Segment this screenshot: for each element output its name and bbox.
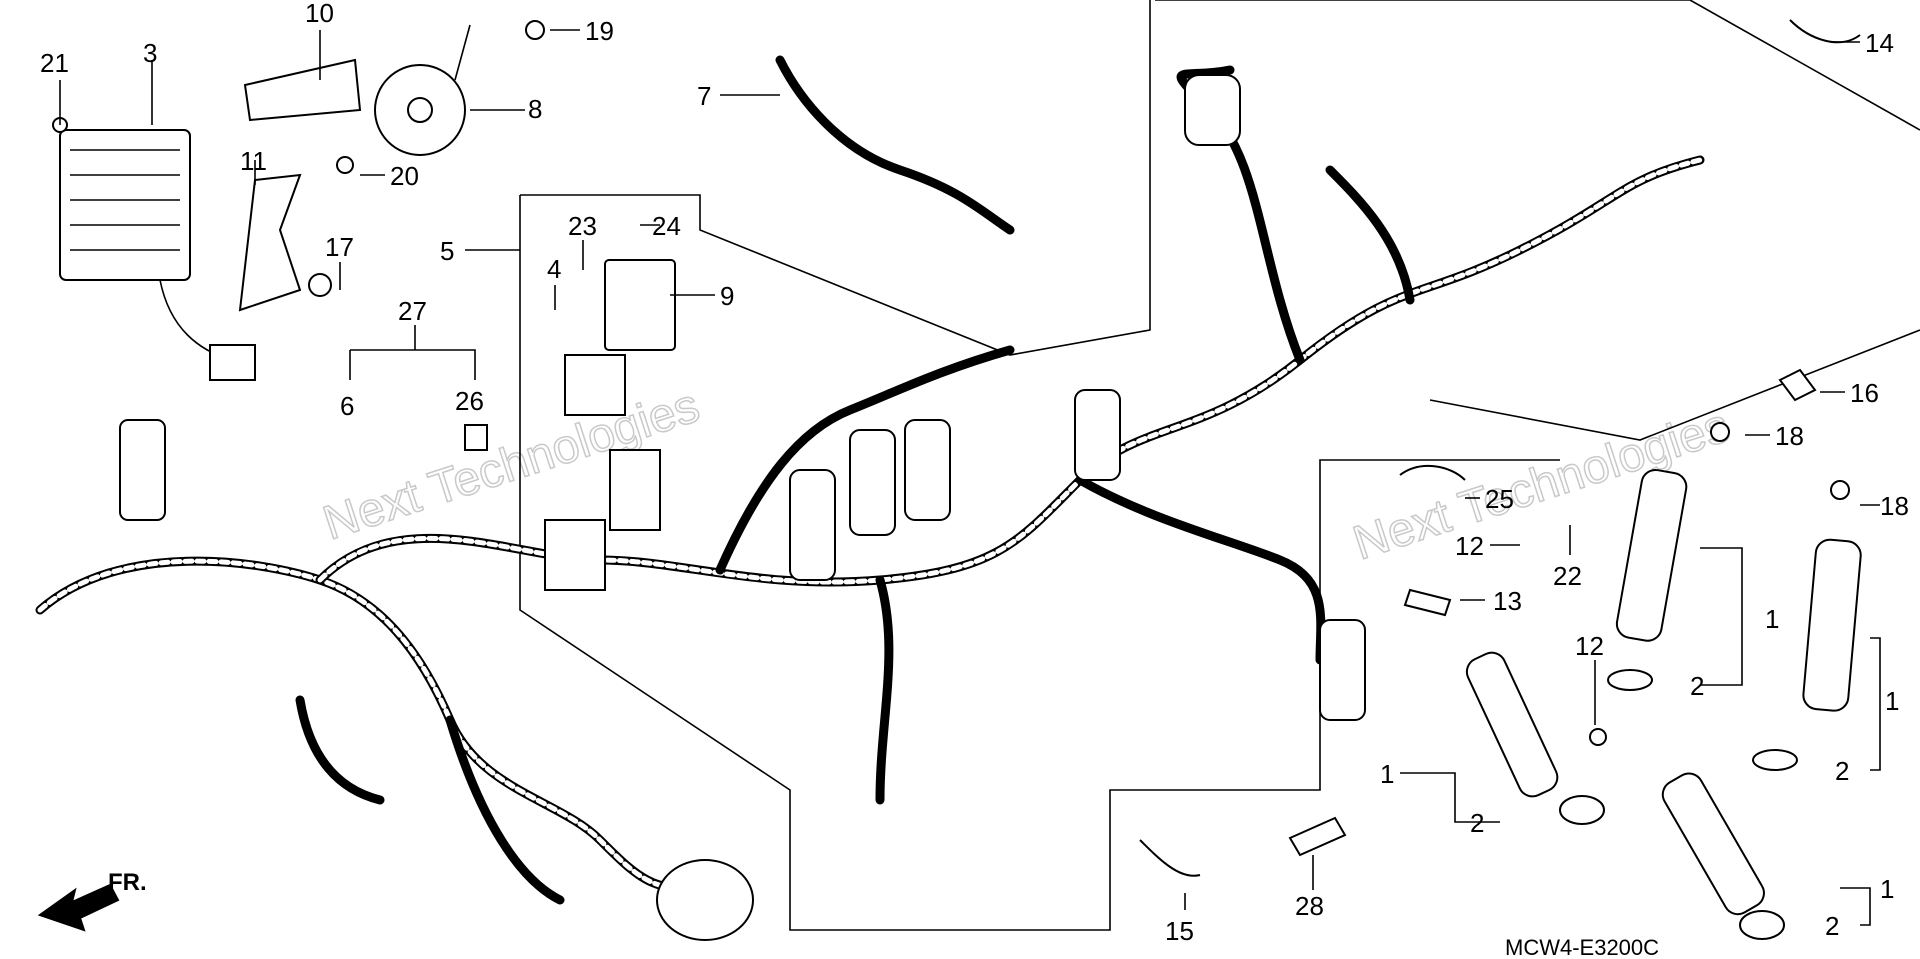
callout-18a: 18 (1775, 421, 1804, 451)
callout-15: 15 (1165, 916, 1194, 946)
callout-labels: 21 3 10 19 8 20 11 17 7 5 23 24 4 9 27 6… (40, 0, 1909, 946)
bracket-11 (238, 173, 302, 312)
callout-17: 17 (325, 232, 354, 262)
group-outline-5 (520, 0, 1151, 356)
callout-1a: 1 (1765, 604, 1779, 634)
callout-1c: 1 (1380, 759, 1394, 789)
callout-26: 26 (455, 386, 484, 416)
callout-12b: 12 (1575, 631, 1604, 661)
callout-27: 27 (398, 296, 427, 326)
callout-18b: 18 (1880, 491, 1909, 521)
callout-20: 20 (390, 161, 419, 191)
callout-25: 25 (1485, 484, 1514, 514)
callout-2c: 2 (1470, 808, 1484, 838)
callout-11: 11 (240, 146, 267, 176)
callout-3: 3 (143, 38, 157, 68)
group-outline-5-left (519, 195, 1560, 931)
callout-24: 24 (652, 211, 681, 241)
callout-4: 4 (547, 254, 561, 284)
regulator-rectifier (59, 129, 256, 521)
callout-28: 28 (1295, 891, 1324, 921)
callout-5: 5 (440, 236, 454, 266)
small-clips (52, 19, 1861, 877)
ignition-coils (1465, 468, 1862, 940)
callout-8: 8 (528, 94, 542, 124)
callout-14: 14 (1865, 28, 1894, 58)
callout-9: 9 (720, 281, 734, 311)
callout-2d: 2 (1825, 911, 1839, 941)
callout-10: 10 (305, 0, 334, 28)
battery-filter (656, 859, 754, 941)
front-marker-label: FR. (108, 869, 147, 896)
fuse-box (544, 259, 676, 591)
horn (374, 24, 471, 156)
callout-13: 13 (1493, 586, 1522, 616)
group-outline-right (1155, 0, 1920, 131)
callout-2a: 2 (1690, 671, 1704, 701)
callout-19: 19 (585, 16, 614, 46)
callout-1b: 1 (1885, 686, 1899, 716)
callout-23: 23 (568, 211, 597, 241)
callout-12a: 12 (1455, 531, 1484, 561)
group-outline-right-lower (1429, 329, 1920, 441)
callout-22: 22 (1553, 561, 1582, 591)
front-direction-marker: FR. (37, 869, 147, 932)
callout-2b: 2 (1835, 756, 1849, 786)
leader-lines (59, 29, 1881, 926)
callout-16: 16 (1850, 378, 1879, 408)
callout-7: 7 (697, 81, 711, 111)
bracket-10 (243, 58, 362, 122)
callout-6: 6 (340, 391, 354, 421)
callout-21: 21 (40, 48, 69, 78)
callout-1d: 1 (1880, 874, 1894, 904)
capacitors (789, 74, 1366, 721)
diagram-code: MCW4-E3200C (1505, 935, 1659, 959)
